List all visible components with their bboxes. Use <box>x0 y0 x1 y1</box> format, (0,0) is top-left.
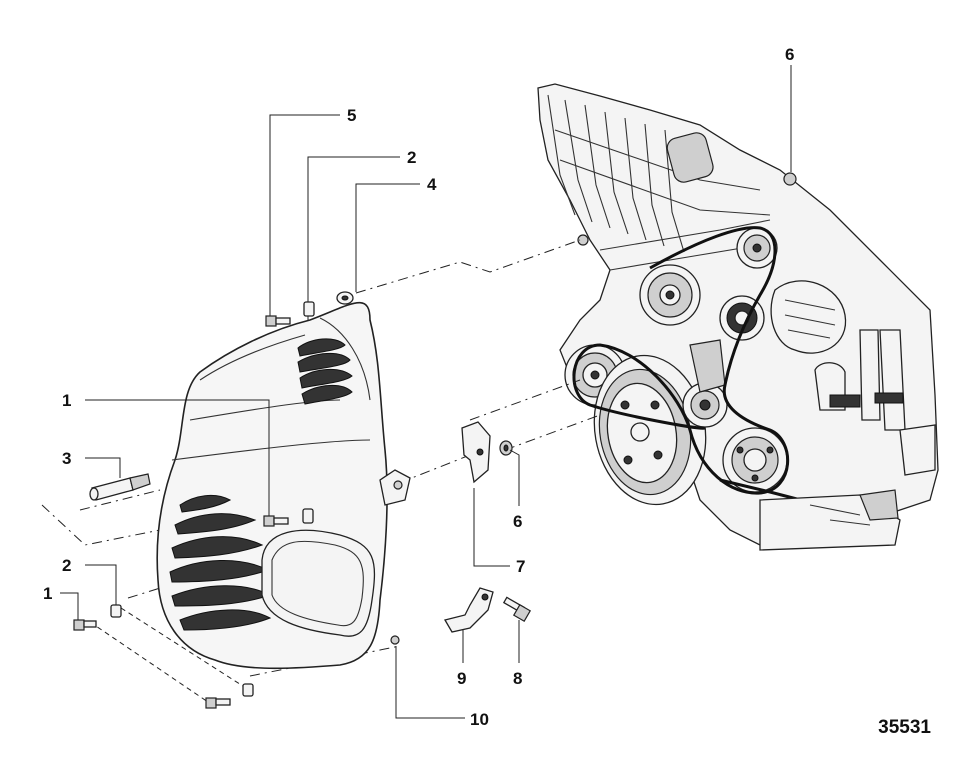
callout-labels: 5 2 4 1 3 2 1 6 6 7 8 9 10 <box>43 45 794 729</box>
callout-4: 4 <box>427 175 437 194</box>
callout-5: 5 <box>347 106 356 125</box>
nut-item-6-upper <box>783 172 797 186</box>
callout-1-lower: 1 <box>43 584 52 603</box>
bolt-item-8 <box>502 596 532 623</box>
bracket-item-7 <box>461 421 491 484</box>
belt-cover <box>156 301 411 670</box>
spacer-item-2-upper <box>303 301 315 317</box>
callout-2-lower: 2 <box>62 556 71 575</box>
coolant-hoses <box>814 329 936 476</box>
callout-9: 9 <box>457 669 466 688</box>
accessory-pulley <box>639 264 701 326</box>
bracket-item-9 <box>444 587 494 633</box>
serpentine-belt <box>572 226 790 495</box>
idler-pulley-middle <box>682 382 728 428</box>
tensioner-pulley <box>719 295 765 341</box>
callout-6-upper: 6 <box>785 45 794 64</box>
callout-7: 7 <box>516 557 525 576</box>
engine-assembly <box>537 83 939 551</box>
cover-vent-upper <box>297 338 353 405</box>
callout-leaders <box>60 65 792 719</box>
bolt-item-5 <box>265 315 291 327</box>
water-pump-pulley <box>722 427 788 493</box>
callout-6-lower: 6 <box>513 512 522 531</box>
callout-2-upper: 2 <box>407 148 416 167</box>
stud-item-3 <box>89 473 151 501</box>
intake-manifold <box>547 94 771 271</box>
bolt-bottom <box>205 683 254 709</box>
callout-3: 3 <box>62 449 71 468</box>
crankshaft-pulley <box>593 354 707 506</box>
fasteners <box>73 172 797 709</box>
callout-10: 10 <box>470 710 489 729</box>
bolt-item-1-lower <box>73 604 122 631</box>
cover-vent-lower <box>169 494 272 631</box>
callout-8: 8 <box>513 669 522 688</box>
figure-number: 35531 <box>878 717 931 738</box>
bolt-item-1-upper <box>263 508 314 527</box>
callout-1-upper: 1 <box>62 391 71 410</box>
idler-pulley-top <box>736 227 778 269</box>
